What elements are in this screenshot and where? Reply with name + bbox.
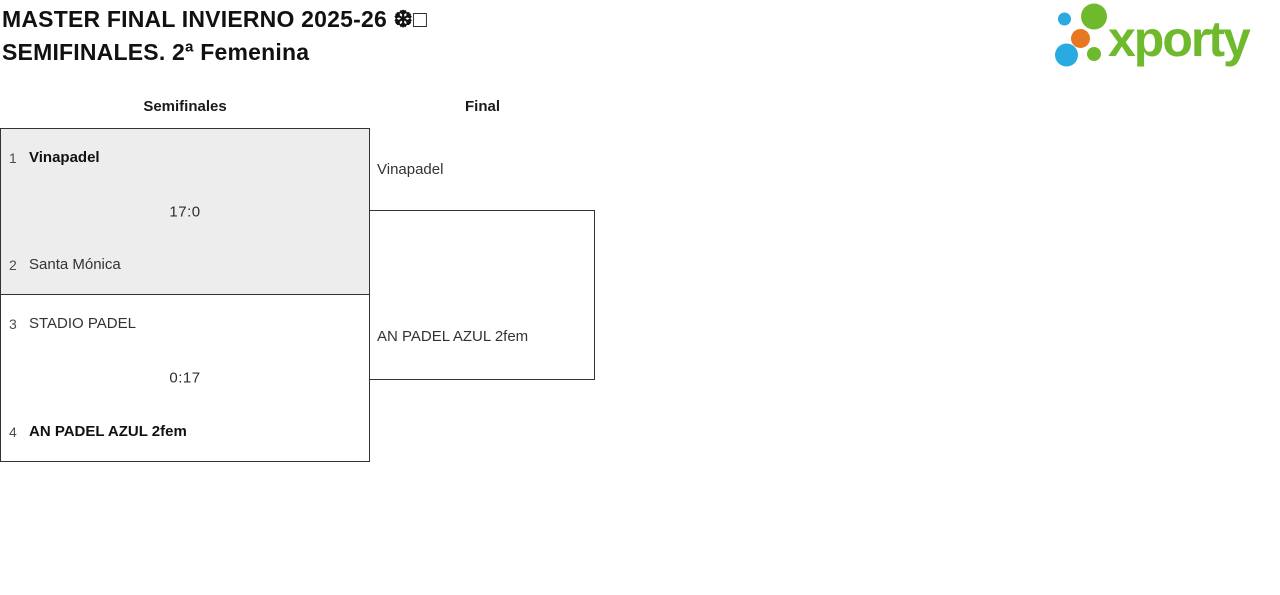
logo-dot-orange: [1071, 29, 1090, 48]
round-header-final: Final: [464, 98, 500, 115]
final-team-bottom: AN PADEL AZUL 2fem: [377, 328, 529, 345]
team-row: 3 STADIO PADEL: [1, 313, 369, 335]
xporty-wordmark: xporty: [1108, 11, 1251, 67]
logo-dot-blue-large: [1055, 43, 1078, 67]
seed-number: 3: [9, 316, 17, 332]
team-row: 2 Santa Mónica: [1, 254, 369, 276]
seed-number: 2: [9, 257, 17, 273]
team-name: AN PADEL AZUL 2fem: [29, 423, 187, 440]
team-row: 1 Vinapadel: [1, 147, 369, 169]
logo-dot-green-large: [1081, 3, 1107, 30]
final-match[interactable]: [369, 210, 595, 380]
team-name: Vinapadel: [29, 149, 100, 166]
team-row: 4 AN PADEL AZUL 2fem: [1, 421, 369, 443]
seed-number: 1: [9, 150, 17, 166]
tournament-title: MASTER FINAL INVIERNO 2025-26 ❆□: [2, 6, 428, 32]
semifinal-match-1[interactable]: 1 Vinapadel 17:0 2 Santa Mónica: [0, 128, 370, 295]
team-name: STADIO PADEL: [29, 315, 136, 332]
team-name: Santa Mónica: [29, 256, 121, 273]
logo-dot-green-small: [1087, 47, 1101, 61]
logo-dot-blue-small: [1058, 12, 1071, 26]
round-header-semifinals: Semifinales: [143, 98, 227, 115]
round-subtitle: SEMIFINALES. 2ª Femenina: [2, 39, 310, 65]
xporty-logo[interactable]: xporty: [1046, 2, 1278, 70]
page-title: MASTER FINAL INVIERNO 2025-26 ❆□ SEMIFIN…: [2, 3, 427, 69]
final-team-top: Vinapadel: [377, 161, 444, 178]
semifinal-match-2[interactable]: 3 STADIO PADEL 0:17 4 AN PADEL AZUL 2fem: [0, 294, 370, 462]
seed-number: 4: [9, 424, 17, 440]
match-score: 0:17: [169, 369, 201, 387]
match-score: 17:0: [169, 203, 201, 220]
